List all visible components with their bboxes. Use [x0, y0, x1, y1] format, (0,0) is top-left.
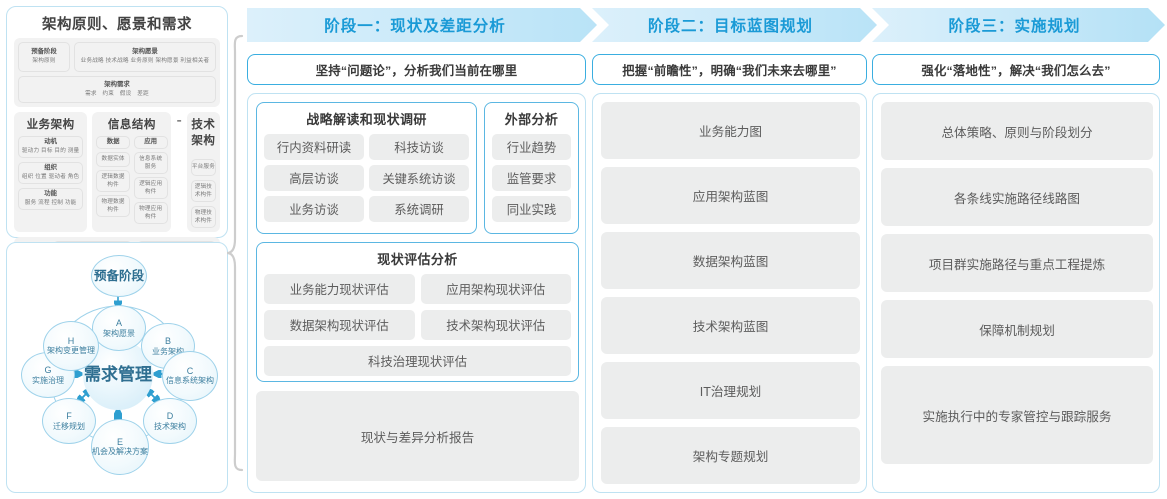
card-strategy-research: 战略解读和现状调研 行内资料研读 科技访谈 高层访谈 关键系统访谈 业务访谈 系… [256, 102, 477, 234]
togaf-app-item: 物理应用构件 [133, 202, 168, 224]
chip-external-item[interactable]: 同业实践 [492, 196, 571, 222]
phase-2-body: 业务能力图 应用架构蓝图 数据架构蓝图 技术架构蓝图 IT治理规划 架构专题规划 [592, 93, 867, 493]
phase-2-subtitle: 把握“前瞻性”，明确“我们未来去哪里” [592, 54, 867, 85]
togaf-vision-box: 架构愿景 业务战略 技术战略 业务原则 架构愿景 利益相关者 [74, 42, 216, 72]
phase-banner-1-label: 阶段一：现状及差距分析 [324, 18, 506, 35]
card-external-analysis: 外部分析 行业趋势 监管要求 同业实践 [484, 102, 579, 234]
adm-node-e: E 机会及解决方案 [91, 419, 149, 475]
phase-banner-3-shape [872, 8, 1165, 42]
togaf-content-framework-panel: 架构原则、愿景和需求 预备阶段 架构原则 架构愿景 业务战略 技术战略 业务原则… [6, 6, 228, 277]
chip-phase2-item[interactable]: 业务能力图 [601, 102, 860, 159]
togaf-technical-architecture: 技术架构 平台服务 逻辑技术构件 物理技术构件 [186, 112, 220, 232]
phase-banner-3: 阶段三：实施规划 [872, 8, 1165, 42]
chip-phase2-item[interactable]: 数据架构蓝图 [601, 232, 860, 289]
togaf-ta-item: 逻辑技术构件 [190, 180, 216, 202]
togaf-data-item: 物理数据构件 [96, 195, 130, 217]
chip-phase2-item[interactable]: 架构专题规划 [601, 427, 860, 484]
adm-node-h: H 架构变更管理 [43, 321, 99, 371]
chip-assessment-item[interactable]: 应用架构现状评估 [420, 274, 571, 304]
togaf-app-head: 应用 [133, 136, 168, 149]
chip-phase2-item[interactable]: 技术架构蓝图 [601, 297, 860, 354]
togaf-data-head: 数据 [96, 136, 130, 149]
phase-banner-2-label: 阶段二：目标蓝图规划 [647, 18, 813, 35]
chip-phase3-item[interactable]: 项目群实施路径与重点工程提炼 [881, 234, 1153, 292]
chip-phase3-item[interactable]: 实施执行中的专家管控与跟踪服务 [881, 366, 1153, 464]
togaf-requirements-box: 架构需求 需求 约束 假设 差距 [18, 76, 216, 103]
phase-3-subtitle: 强化“落地性”，解决“我们怎么去” [872, 54, 1160, 85]
togaf-information-structure: 信息结构 数据 数据实体 逻辑数据构件 [92, 112, 172, 232]
brace-connector [226, 34, 244, 472]
phase-banner-2: 阶段二：目标蓝图规划 [592, 8, 877, 42]
togaf-panel-title: 架构原则、愿景和需求 [42, 17, 192, 33]
chip-external-item[interactable]: 监管要求 [492, 165, 571, 191]
togaf-adm-cycle-panel: 预备阶段 需求管理 A 架构愿景 B 业务架构 C 信息系统架构 D 技术架构 [6, 242, 228, 493]
card-current-assessment: 现状评估分析 业务能力现状评估 应用架构现状评估 数据架构现状评估 技术架构现状… [256, 242, 579, 382]
chip-gap-analysis-report[interactable]: 现状与差异分析报告 [256, 391, 579, 481]
adm-node-prep: 预备阶段 [91, 255, 147, 297]
chip-assessment-wide[interactable]: 科技治理现状评估 [264, 346, 571, 376]
togaf-business-architecture: 业务架构 动机 驱动力 目标 目的 测量 组织 组织 位置 驱动者 角色 功能 … [14, 112, 88, 232]
phase-banner-3-label: 阶段三：实施规划 [948, 18, 1081, 35]
togaf-ta-item: 平台服务 [190, 159, 216, 176]
chip-phase3-item[interactable]: 总体策略、原则与阶段划分 [881, 102, 1153, 160]
chip-strategy-item[interactable]: 科技访谈 [369, 134, 469, 160]
adm-node-f: F 迁移规划 [42, 398, 96, 444]
phase-banner-1: 阶段一：现状及差距分析 [247, 8, 597, 42]
phase-banner-1-shape [247, 8, 597, 42]
chip-assessment-item[interactable]: 数据架构现状评估 [264, 310, 415, 340]
chip-phase3-item[interactable]: 保障机制规划 [881, 300, 1153, 358]
adm-node-d: D 技术架构 [143, 398, 197, 444]
chip-phase2-item[interactable]: IT治理规划 [601, 362, 860, 419]
togaf-data-item: 数据实体 [96, 152, 130, 167]
phase-3-body: 总体策略、原则与阶段划分 各条线实施路径线路图 项目群实施路径与重点工程提炼 保… [872, 93, 1160, 493]
togaf-data-item: 逻辑数据构件 [96, 170, 130, 192]
chip-strategy-item[interactable]: 业务访谈 [264, 196, 364, 222]
togaf-ba-item: 动机 驱动力 目标 目的 测量 [18, 136, 84, 158]
chip-assessment-item[interactable]: 技术架构现状评估 [420, 310, 571, 340]
chip-strategy-item[interactable]: 关键系统访谈 [369, 165, 469, 191]
togaf-prep-box: 预备阶段 架构原则 [18, 42, 70, 72]
togaf-ba-item: 组织 组织 位置 驱动者 角色 [18, 162, 84, 184]
togaf-ba-item: 功能 服务 流程 控制 功能 [18, 188, 84, 210]
chip-strategy-item[interactable]: 行内资料研读 [264, 134, 364, 160]
phase-banner-2-shape [592, 8, 877, 42]
chip-assessment-item[interactable]: 业务能力现状评估 [264, 274, 415, 304]
togaf-ta-item: 物理技术构件 [190, 206, 216, 228]
togaf-app-item: 逻辑应用构件 [133, 177, 168, 199]
chip-phase2-item[interactable]: 应用架构蓝图 [601, 167, 860, 224]
chip-strategy-item[interactable]: 系统调研 [369, 196, 469, 222]
left-reference-column: 架构原则、愿景和需求 预备阶段 架构原则 架构愿景 业务战略 技术战略 业务原则… [6, 6, 228, 493]
togaf-app-item: 信息系统服务 [133, 152, 168, 174]
adm-node-a: A 架构愿景 [92, 305, 146, 351]
chip-strategy-item[interactable]: 高层访谈 [264, 165, 364, 191]
adm-node-c: C 信息系统架构 [162, 351, 218, 401]
phase-1-body: 战略解读和现状调研 行内资料研读 科技访谈 高层访谈 关键系统访谈 业务访谈 系… [247, 93, 586, 493]
chip-phase3-item[interactable]: 各条线实施路径线路图 [881, 168, 1153, 226]
phase-1-subtitle: 坚持“问题论”，分析我们当前在哪里 [247, 54, 586, 85]
chip-external-item[interactable]: 行业趋势 [492, 134, 571, 160]
